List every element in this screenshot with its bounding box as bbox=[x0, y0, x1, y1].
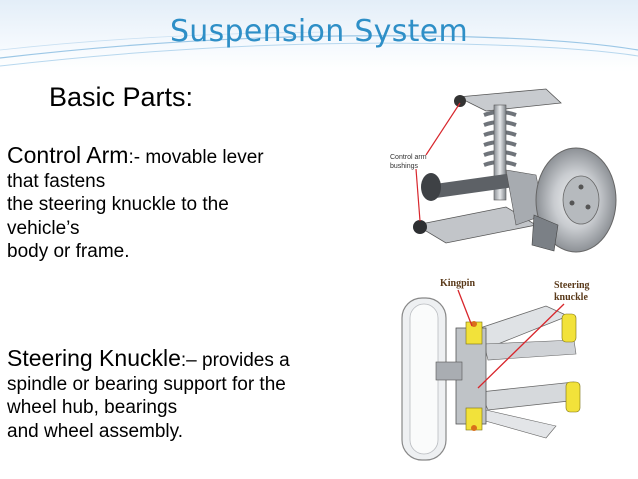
kingpin-knuckle-illustration: Kingpin Steering knuckle bbox=[401, 278, 590, 461]
control-arm-first-line: Control Arm:- movable lever bbox=[7, 142, 387, 170]
steering-knuckle-label-line1: Steering bbox=[554, 280, 590, 291]
steering-knuckle-line: spindle or bearing support for the bbox=[7, 373, 286, 395]
control-arm-definition: Control Arm:- movable lever that fastens… bbox=[7, 142, 387, 264]
control-arm-term: Control Arm bbox=[7, 142, 129, 168]
steering-knuckle-figure: Kingpin Steering knuckle bbox=[396, 270, 626, 465]
slide-title: Suspension System bbox=[169, 14, 469, 49]
control-arm-line: :- movable lever bbox=[128, 147, 264, 168]
steering-knuckle-definition: Steering Knuckle:– provides a spindle or… bbox=[7, 345, 387, 443]
steering-knuckle-line: and wheel assembly. bbox=[7, 420, 184, 442]
control-arm-bushings-label-line2: bushings bbox=[390, 163, 419, 170]
callout-line bbox=[477, 303, 565, 389]
subtitle: Basic Parts: bbox=[49, 82, 194, 112]
control-arm-line: vehicle’s bbox=[7, 217, 80, 239]
callout-line bbox=[415, 168, 421, 222]
control-arm-bushings-label-line1: Control arm bbox=[390, 154, 427, 161]
header-swoosh bbox=[0, 31, 638, 67]
callout-line bbox=[425, 102, 461, 156]
kingpin-label: Kingpin bbox=[440, 278, 475, 289]
steering-knuckle-first-line: Steering Knuckle:– provides a bbox=[7, 345, 387, 373]
control-arm-line: the steering knuckle to the bbox=[7, 194, 229, 215]
control-arm-line: body or frame. bbox=[7, 241, 130, 262]
steering-knuckle-label-line2: knuckle bbox=[554, 292, 588, 303]
control-arm-line: that fastens bbox=[7, 170, 106, 192]
strut-assembly-illustration: Control arm bushings bbox=[390, 88, 617, 253]
control-arm-figure: Control arm bushings bbox=[386, 75, 632, 265]
callout-line bbox=[457, 289, 473, 327]
steering-knuckle-line: :– provides a bbox=[180, 350, 290, 371]
steering-knuckle-term: Steering Knuckle bbox=[7, 345, 181, 371]
steering-knuckle-line: wheel hub, bearings bbox=[7, 397, 178, 418]
